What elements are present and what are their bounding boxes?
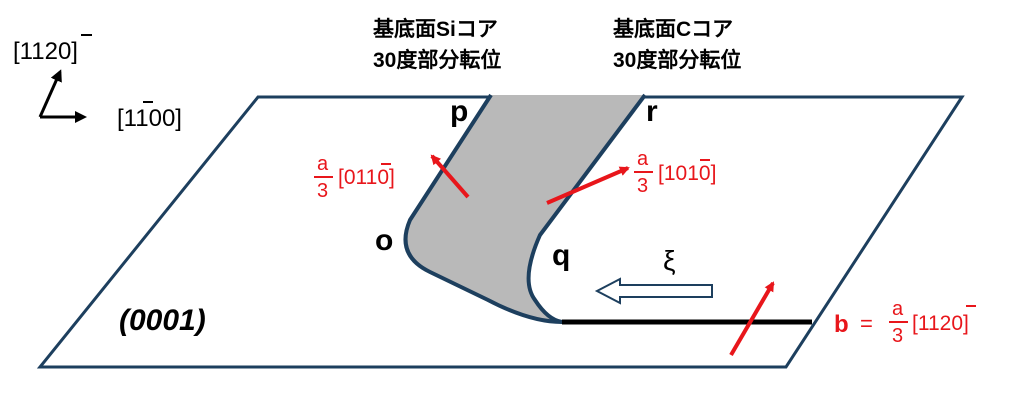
svg-text:3: 3 — [892, 325, 903, 347]
svg-text:a: a — [637, 148, 649, 170]
axis-vertical-arrow — [38, 69, 62, 118]
left-partial-burgers-arrow — [430, 154, 470, 199]
svg-text:[1120]: [1120] — [912, 312, 969, 335]
right-partial-burgers-arrow — [546, 166, 630, 205]
stacking-fault — [405, 95, 645, 322]
svg-text:=: = — [860, 311, 873, 336]
left-vector-label: a 3 [0110] — [314, 153, 395, 202]
plane-label: (0001) — [119, 304, 206, 337]
svg-text:a: a — [317, 153, 329, 175]
point-q-label: q — [552, 239, 570, 272]
svg-text:[1010]: [1010] — [658, 162, 716, 185]
c-core-partial-line — [526, 93, 647, 324]
burgers-vector-label: b = a 3 [1120] — [834, 298, 976, 347]
si-core-header-line2: 30度部分転位 — [373, 48, 501, 72]
c-core-header-line1: 基底面Cコア — [613, 17, 733, 41]
right-vector-label: a 3 [1010] — [634, 148, 716, 197]
svg-text:3: 3 — [317, 180, 328, 202]
svg-text:[1120]: [1120] — [13, 38, 78, 65]
c-core-header-line2: 30度部分転位 — [613, 48, 741, 72]
si-core-header-line1: 基底面Siコア — [373, 17, 498, 41]
svg-text:a: a — [892, 298, 904, 320]
si-core-partial-line — [403, 93, 563, 324]
svg-text:[0110]: [0110] — [338, 166, 395, 189]
point-p-label: p — [450, 95, 468, 128]
svg-text:[1100]: [1100] — [117, 105, 182, 132]
xi-label: ξ — [663, 245, 676, 276]
svg-text:b: b — [834, 311, 849, 338]
point-r-label: r — [646, 95, 658, 128]
perfect-burgers-arrow — [729, 281, 775, 357]
axis-vertical-label: [1120] — [13, 34, 92, 65]
point-o-label: o — [375, 224, 393, 257]
svg-text:3: 3 — [637, 175, 648, 197]
axis-horizontal-label: [1100] — [117, 101, 182, 132]
line-direction-arrow — [594, 277, 713, 305]
